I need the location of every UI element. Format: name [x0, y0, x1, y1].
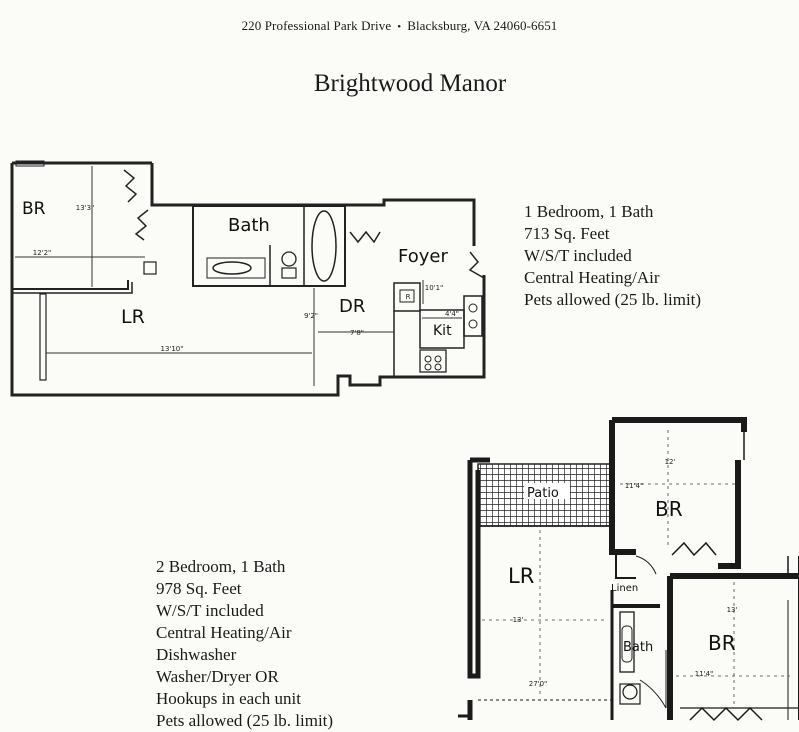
- dim-dr-width: 7'8": [350, 329, 364, 337]
- dim-br-top-width: 11'4": [625, 482, 644, 490]
- dim-kit-height: 10'1": [425, 284, 444, 292]
- property-title: Brightwood Manor: [313, 70, 507, 97]
- fridge-label: R: [406, 293, 411, 301]
- room-bath: Bath: [228, 215, 270, 236]
- dim-dr-height: 9'2": [304, 312, 318, 320]
- dim-br-width: 12'2": [33, 249, 52, 257]
- address-separator: •: [397, 21, 402, 33]
- spec-item: W/S/T included: [156, 601, 264, 620]
- room-br-bottom: BR: [708, 631, 736, 655]
- room-linen: Linen: [611, 583, 638, 594]
- room-foyer: Foyer: [398, 246, 448, 267]
- spec-item: Central Heating/Air: [524, 268, 660, 287]
- dim-lr-width: 13'10": [161, 345, 184, 353]
- address-city: Blacksburg, VA 24060-6651: [407, 18, 558, 33]
- spec-item: Pets allowed (25 lb. limit): [156, 711, 334, 730]
- spec-item: Dishwasher: [156, 645, 237, 664]
- spec-item: 713 Sq. Feet: [524, 224, 610, 243]
- plan2-spec-list: 2 Bedroom, 1 Bath 978 Sq. Feet W/S/T inc…: [156, 556, 333, 732]
- room-lr: LR: [508, 564, 534, 588]
- spec-item: W/S/T included: [524, 246, 632, 265]
- spec-item: Pets allowed (25 lb. limit): [524, 290, 702, 309]
- dim-kit-width: 4'4": [445, 310, 459, 318]
- room-br: BR: [22, 199, 46, 219]
- room-patio: Patio: [527, 486, 559, 501]
- dim-br-bottom-height: 13': [727, 606, 738, 614]
- dim-br-bottom-width: 11'4": [695, 670, 714, 678]
- spec-item: 978 Sq. Feet: [156, 579, 242, 598]
- dim-br-height: 13'3": [76, 204, 95, 212]
- plan1-spec-list: 1 Bedroom, 1 Bath 713 Sq. Feet W/S/T inc…: [524, 201, 701, 311]
- room-bath: Bath: [623, 640, 653, 655]
- dim-lr-height: 13': [513, 616, 524, 624]
- spec-item: Washer/Dryer OR: [156, 667, 279, 686]
- room-lr: LR: [121, 306, 145, 328]
- room-dr: DR: [339, 296, 365, 317]
- room-kit: Kit: [433, 323, 452, 339]
- spec-item: Central Heating/Air: [156, 623, 292, 642]
- room-br-top: BR: [655, 497, 683, 521]
- address-street: 220 Professional Park Drive: [241, 18, 392, 33]
- spec-item: 1 Bedroom, 1 Bath: [524, 202, 654, 221]
- dim-br-top-height: 12': [665, 458, 676, 466]
- dim-lr-width: 27'0": [529, 680, 548, 688]
- address-line: 220 Professional Park Drive • Blacksburg, …: [0, 18, 799, 34]
- spec-item: 2 Bedroom, 1 Bath: [156, 557, 286, 576]
- spec-item: Hookups in each unit: [156, 689, 301, 708]
